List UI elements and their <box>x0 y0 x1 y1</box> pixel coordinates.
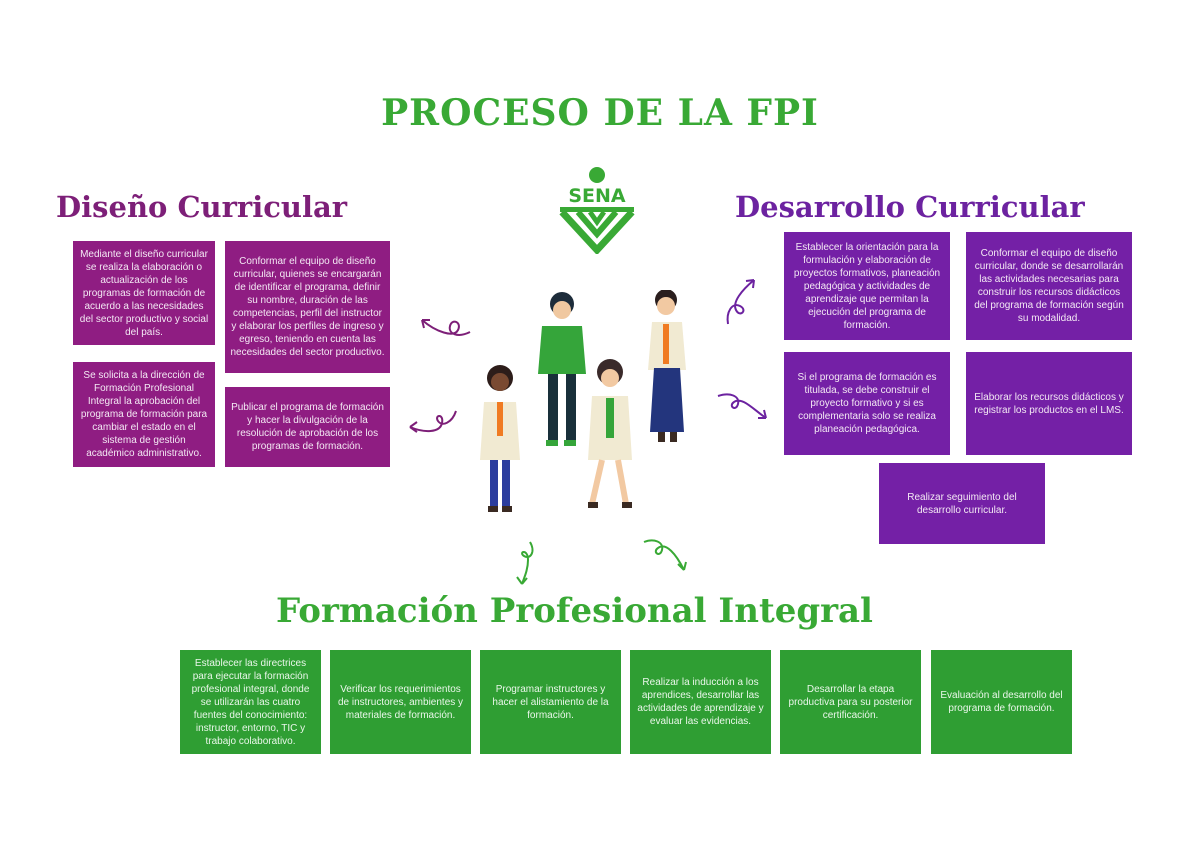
diseno-title: Diseño Curricular <box>56 190 348 224</box>
person-icon <box>588 359 632 508</box>
desarrollo-box-4: Elaborar los recursos didácticos y regis… <box>966 352 1132 455</box>
formacion-box-2: Verificar los requerimientos de instruct… <box>330 650 471 754</box>
person-icon <box>648 290 686 442</box>
formacion-box-5: Desarrollar la etapa productiva para su … <box>780 650 921 754</box>
formacion-title: Formación Profesional Integral <box>276 591 873 631</box>
formacion-box-4: Realizar la inducción a los aprendices, … <box>630 650 771 754</box>
diseno-box-1: Mediante el diseño curricular se realiza… <box>73 241 215 345</box>
people-illustration <box>480 290 686 512</box>
diseno-box-2: Conformar el equipo de diseño curricular… <box>225 241 390 373</box>
page-title: PROCESO DE LA FPI <box>381 92 819 134</box>
curly-arrow-icon <box>643 539 687 571</box>
curly-arrow-icon <box>409 410 457 433</box>
diseno-box-4: Publicar el programa de formación y hace… <box>225 387 390 467</box>
curly-arrow-icon <box>421 319 471 336</box>
curly-arrow-icon <box>726 279 755 325</box>
desarrollo-box-1: Establecer la orientación para la formul… <box>784 232 950 340</box>
curly-arrow-icon <box>717 393 767 419</box>
desarrollo-box-2: Conformar el equipo de diseño curricular… <box>966 232 1132 340</box>
person-icon <box>538 292 586 446</box>
diseno-box-3: Se solicita a la dirección de Formación … <box>73 362 215 467</box>
desarrollo-title: Desarrollo Curricular <box>735 190 1085 224</box>
formacion-box-3: Programar instructores y hacer el alista… <box>480 650 621 754</box>
sena-logo: SENA <box>559 167 635 254</box>
desarrollo-box-3: Si el programa de formación es titulada,… <box>784 352 950 455</box>
curly-arrow-icon <box>516 541 534 585</box>
sena-logo-text: SENA <box>568 185 626 207</box>
desarrollo-box-5: Realizar seguimiento del desarrollo curr… <box>879 463 1045 544</box>
formacion-box-6: Evaluación al desarrollo del programa de… <box>931 650 1072 754</box>
formacion-box-1: Establecer las directrices para ejecutar… <box>180 650 321 754</box>
person-icon <box>480 365 520 512</box>
